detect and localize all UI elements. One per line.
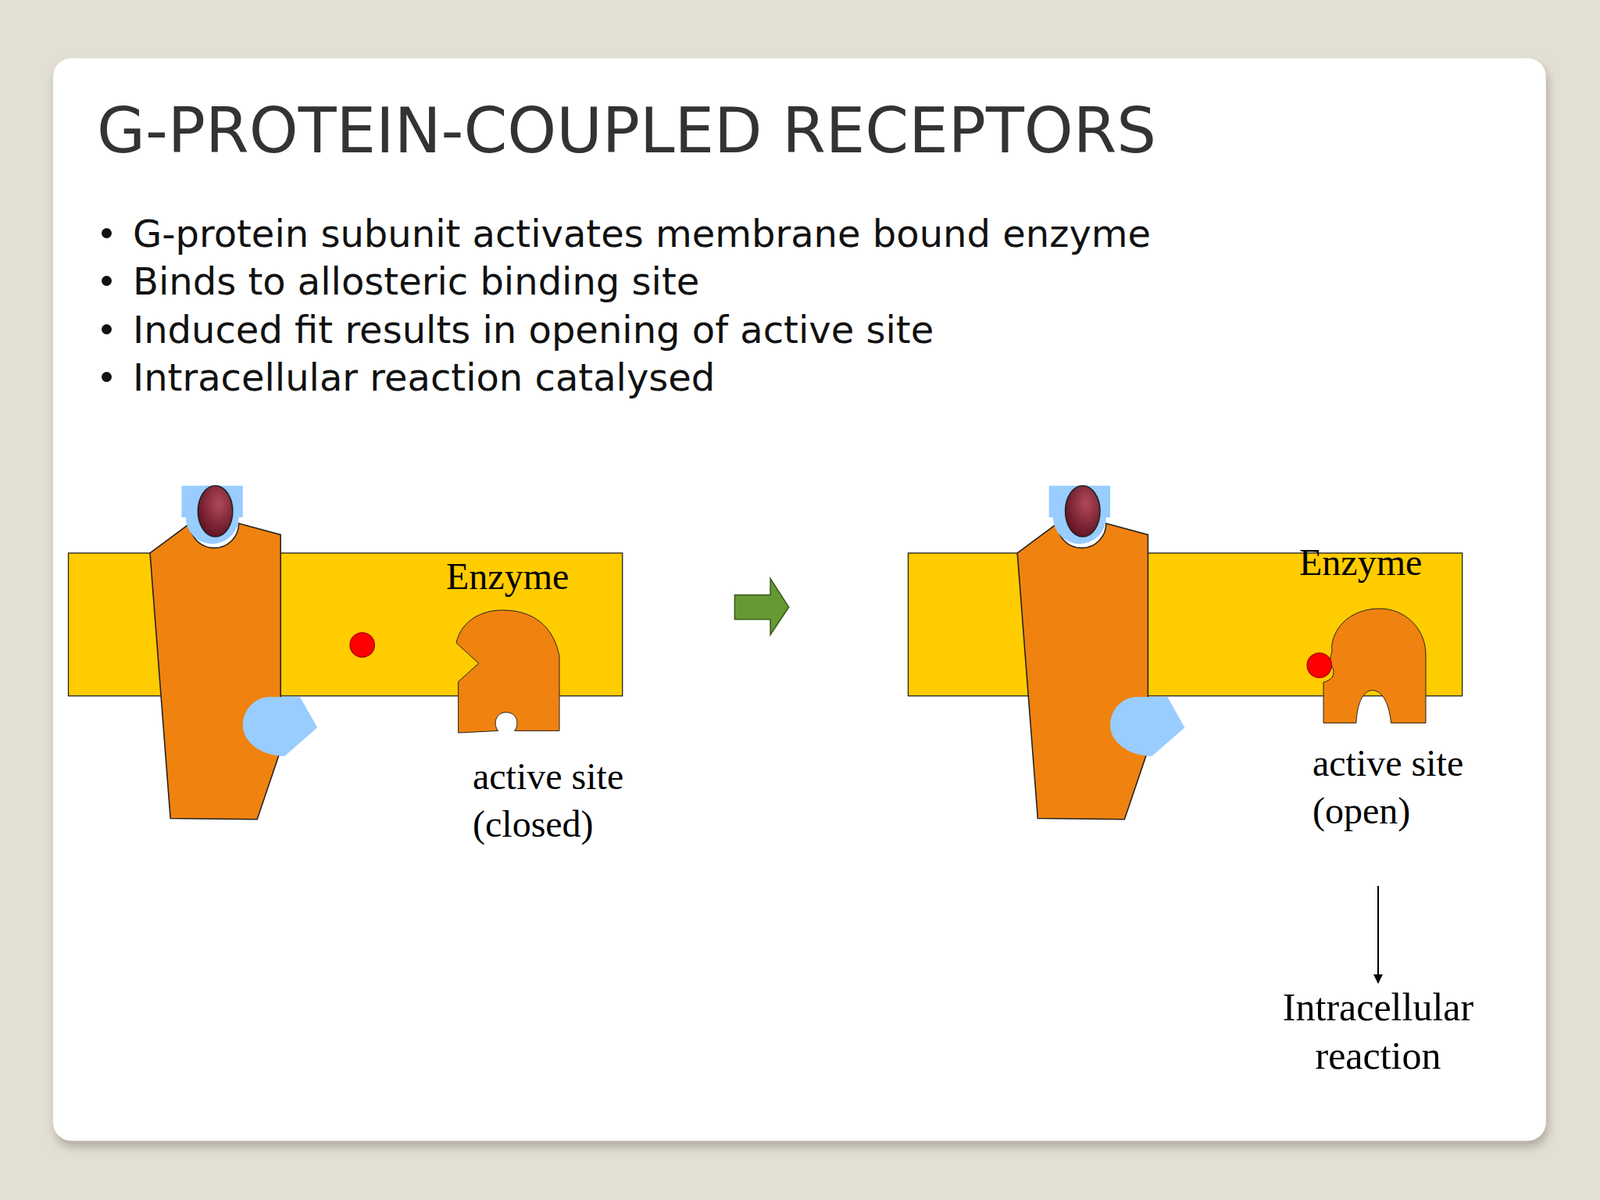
bullet-text: Intracellular reaction catalysed bbox=[132, 355, 715, 400]
slide-title: G-PROTEIN-COUPLED RECEPTORS bbox=[96, 100, 1157, 163]
bullet-text: Binds to allosteric binding site bbox=[132, 259, 700, 304]
g-protein-subunit bbox=[242, 696, 318, 757]
transition-arrow bbox=[734, 578, 789, 636]
receptor-protein bbox=[150, 523, 281, 820]
bullet-dot bbox=[101, 228, 112, 239]
outcome-node: Intracellular reaction bbox=[1276, 982, 1480, 1080]
bullet-item: Induced fit results in opening of active… bbox=[132, 306, 1151, 354]
enzyme-label: Enzyme bbox=[446, 552, 634, 600]
ligand bbox=[197, 485, 233, 537]
enzyme-node: Enzymeactive site (closed) bbox=[446, 552, 634, 850]
enzyme-outline bbox=[456, 610, 560, 733]
g-protein-alpha bbox=[1307, 653, 1332, 678]
bullet-item: G-protein subunit activates membrane bou… bbox=[132, 210, 1151, 258]
receptor-protein bbox=[1017, 523, 1148, 820]
enzyme-label: Enzyme bbox=[1299, 538, 1487, 586]
bullet-text: Induced fit results in opening of active… bbox=[132, 307, 934, 352]
site-label: active site (closed) bbox=[472, 752, 645, 848]
reaction-arrow bbox=[1377, 885, 1379, 983]
bullet-dot bbox=[101, 275, 112, 286]
enzyme-node: Enzyme active site (open) bbox=[1299, 538, 1503, 886]
bullet-dot bbox=[101, 324, 112, 335]
bullet-dot bbox=[101, 371, 112, 383]
receptor-group bbox=[150, 485, 318, 820]
slide-card bbox=[53, 57, 1547, 1141]
g-protein-alpha bbox=[350, 632, 375, 658]
enzyme-shape bbox=[456, 610, 560, 733]
enzyme-shape bbox=[1323, 608, 1426, 725]
enzyme-outline bbox=[1323, 608, 1426, 723]
bullet-text: G-protein subunit activates membrane bou… bbox=[132, 211, 1151, 256]
bullet-item: Binds to allosteric binding site bbox=[132, 257, 1151, 306]
bullet-item: Intracellular reaction catalysed bbox=[132, 353, 1151, 402]
receptor-group bbox=[1017, 485, 1185, 820]
site-label: active site (open) bbox=[1312, 739, 1485, 835]
g-protein-subunit bbox=[1110, 696, 1185, 757]
outcome-label: Intracellular reaction bbox=[1276, 982, 1480, 1080]
bullet-list: G-protein subunit activates membrane bou… bbox=[132, 210, 1151, 403]
ligand bbox=[1065, 485, 1100, 537]
